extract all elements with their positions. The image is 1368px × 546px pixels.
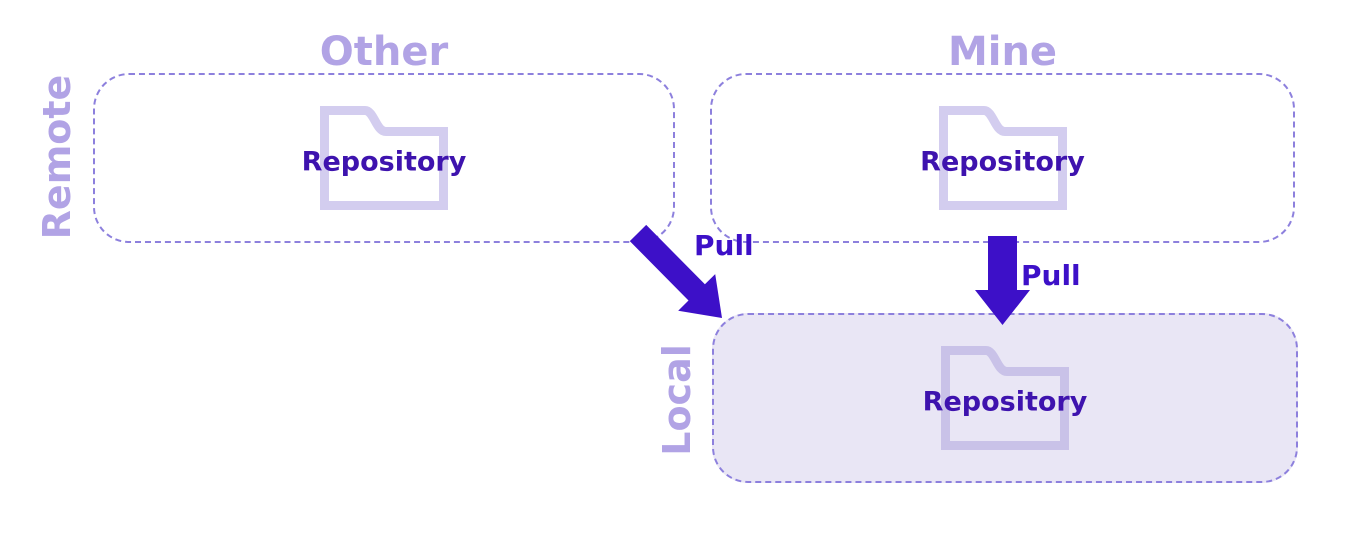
pull-arrow-diagonal	[629, 224, 722, 318]
local-repository: Repository	[923, 346, 1087, 450]
mine-remote-box: Mine Repository	[710, 32, 1295, 243]
other-remote-box: Other Repository	[93, 32, 675, 243]
repository-label: Repository	[301, 146, 467, 178]
local-box: Repository	[712, 313, 1298, 483]
repository-label: Repository	[922, 386, 1088, 418]
folder-icon	[938, 106, 1067, 210]
other-repository: Repository	[302, 106, 466, 210]
folder-icon	[320, 106, 448, 210]
pull-label-diagonal: Pull	[694, 229, 754, 262]
mine-repository: Repository	[920, 106, 1085, 210]
local-row-label: Local	[655, 344, 699, 456]
pull-arrow-vertical	[975, 236, 1030, 325]
mine-box-title: Mine	[947, 29, 1058, 75]
folder-icon	[941, 346, 1069, 450]
repository-label: Repository	[920, 146, 1085, 178]
other-box-title: Other	[319, 29, 449, 75]
pull-label-vertical: Pull	[1021, 259, 1081, 292]
remote-row-label: Remote	[35, 74, 79, 240]
